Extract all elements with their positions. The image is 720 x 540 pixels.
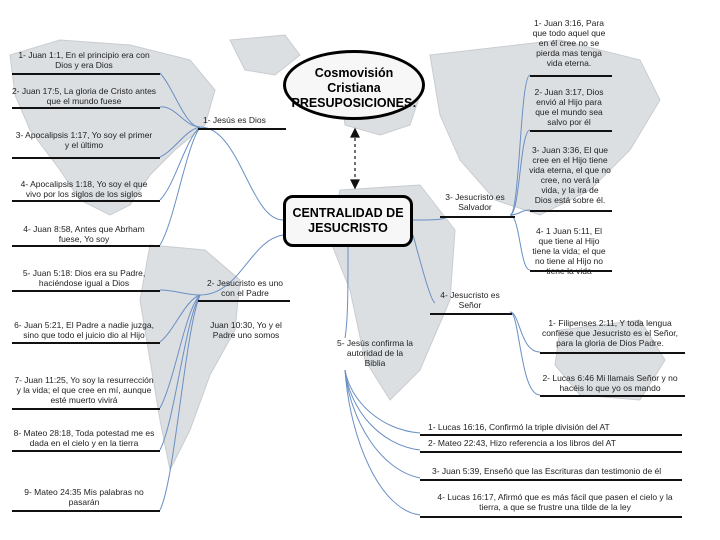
- salvador-ref-1: 1- Juan 3:16, Para que todo aquel que en…: [532, 18, 606, 68]
- left-ref-5: 4- Juan 8:58, Antes que Abrham fuese, Yo…: [23, 224, 145, 244]
- left-ref-10: 9- Mateo 24:35 Mis palabras no pasarán: [24, 487, 144, 507]
- bible-ref-2: 2- Mateo 22:43, Hizo referencia a los li…: [428, 438, 616, 448]
- left-ref-4: 4- Apocalipsis 1:18, Yo soy el que vivo …: [20, 179, 148, 199]
- bible-ref-4: 4- Lucas 16:17, Afirmó que es más fácil …: [437, 492, 673, 512]
- bible-ref-1: 1- Lucas 16:16, Confirmó la triple divis…: [428, 422, 610, 432]
- salvador-ref-3: 3- Juan 3:36, El que cree en el Hijo tie…: [529, 145, 611, 205]
- left-ref-3: 3- Apocalipsis 1:17, Yo soy el primer y …: [15, 130, 153, 150]
- left-ref-8: 7- Juan 11:25, Yo soy la resurrección y …: [14, 375, 154, 405]
- left-ref-9: 8- Mateo 28:18, Toda potestad me es dada…: [13, 428, 155, 448]
- left-ref-6: 5- Juan 5:18: Dios era su Padre, haciénd…: [22, 268, 146, 288]
- australia-shape: [554, 319, 666, 401]
- branch-label-autoridad-biblia: 5- Jesús confirma la autoridad de la Bib…: [336, 338, 414, 368]
- centralidad-hub-node: CENTRALIDAD DE JESUCRISTO: [283, 195, 413, 247]
- branch-label-jesus-es-dios: 1- Jesús es Dios: [203, 115, 266, 125]
- branch-ref-juan-10-30: Juan 10:30, Yo y el Padre uno somos: [210, 320, 282, 340]
- branch-label-uno-con-padre: 2- Jesucristo es uno con el Padre: [206, 278, 284, 298]
- salvador-ref-2: 2- Juan 3:17, Dios envió al Hijo para qu…: [534, 87, 604, 127]
- senor-ref-1: 1- Filipenses 2:11, Y toda lengua confie…: [541, 318, 679, 348]
- branch-label-salvador: 3- Jesucristo es Salvador: [445, 192, 505, 212]
- left-ref-1: 1- Juan 1:1, En el principio era con Dio…: [18, 50, 150, 70]
- senor-ref-2: 2- Lucas 6:46 Mi llamais Señor y no hacé…: [542, 373, 678, 393]
- north-america-shape: [9, 39, 216, 216]
- branch-label-senor: 4- Jesucristo es Señor: [440, 290, 500, 310]
- left-ref-7: 6- Juan 5:21, El Padre a nadie juzga, si…: [14, 320, 154, 340]
- greenland-shape: [229, 34, 301, 76]
- salvador-ref-4: 4- 1 Juan 5:11, El que tiene al Hijo tie…: [532, 226, 606, 276]
- asia-shape: [429, 39, 661, 216]
- left-ref-2: 2- Juan 17:5, La gloria de Cristo antes …: [11, 86, 157, 106]
- bible-ref-3: 3- Juan 5:39, Enseñó que las Escrituras …: [432, 466, 662, 476]
- cosmovision-hub-node: Cosmovisión Cristiana PRESUPOSICIONES:: [283, 50, 425, 120]
